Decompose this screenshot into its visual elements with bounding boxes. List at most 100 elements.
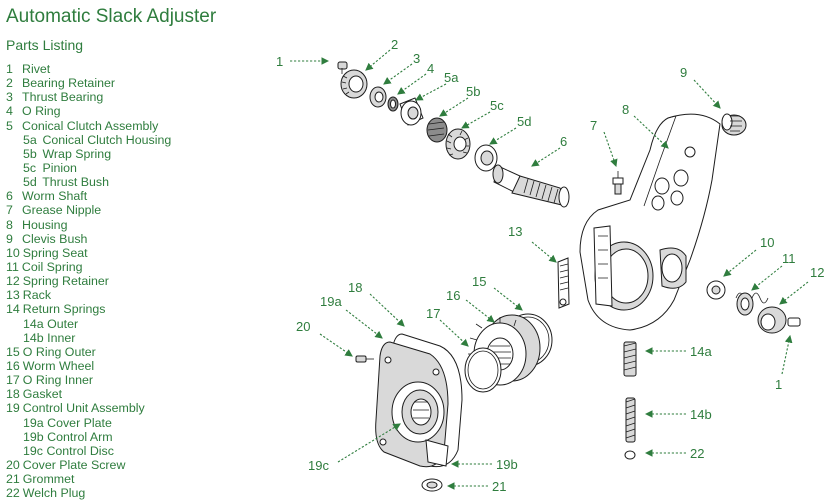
callout-13: 13 [508, 224, 522, 239]
part-name: Welch Plug [22, 486, 86, 501]
rivet-right-part [787, 317, 801, 327]
callout-20: 20 [296, 319, 310, 334]
part-number: 12 [6, 274, 20, 289]
inner-spring-part [625, 397, 636, 443]
part-number: 11 [6, 259, 19, 274]
callout-11: 11 [782, 251, 796, 266]
arrow-5c [461, 111, 491, 129]
part-number: 15 [6, 344, 20, 359]
part-number: 16 [6, 358, 20, 373]
spring-retainer-part [757, 306, 787, 334]
callout-22: 22 [690, 446, 704, 461]
callout-19c: 19c [308, 458, 329, 473]
callout-8: 8 [622, 102, 629, 117]
part-name: Conical Clutch Assembly [22, 118, 159, 133]
part-name: Gasket [22, 387, 63, 402]
parts-list-item: 6 Worm Shaft [6, 189, 171, 203]
leader-arrows [290, 49, 809, 490]
part-name: O Ring Inner [22, 373, 94, 388]
clutch-housing-part [399, 97, 424, 126]
part-name: Cover Plate Screw [22, 457, 126, 472]
arrow-5b [439, 97, 469, 117]
thrust-bush-part [474, 144, 498, 172]
arrow-13 [531, 241, 557, 263]
arrow-11 [751, 265, 783, 291]
parts-list-item: 14a Outer [6, 317, 171, 331]
part-number: 17 [6, 373, 20, 388]
part-number: 5c [23, 160, 37, 175]
part-name: Coil Spring [21, 259, 83, 274]
part-name: Thrust Bearing [22, 90, 104, 105]
bearing-retainer-part [340, 69, 368, 99]
arrow-19a [345, 309, 383, 339]
part-name: Grease Nipple [22, 203, 102, 218]
control-arm-part [425, 439, 449, 467]
callout-1-top: 1 [276, 54, 283, 69]
part-number: 9 [6, 231, 13, 246]
part-number: 22 [6, 486, 20, 501]
callout-14b: 14b [690, 407, 712, 422]
callout-4: 4 [427, 61, 434, 76]
callout-3: 3 [413, 51, 420, 66]
callout-5d: 5d [517, 114, 531, 129]
part-name: Return Springs [22, 302, 106, 317]
part-number: 14a [23, 316, 44, 331]
callout-5a: 5a [444, 70, 459, 85]
parts-list-item: 5d Thrust Bush [6, 175, 171, 189]
part-number: 18 [6, 387, 20, 402]
part-name: Outer [47, 316, 79, 331]
pinion-part [445, 128, 471, 160]
part-name: Worm Wheel [22, 358, 95, 373]
page-title: Automatic Slack Adjuster [6, 6, 217, 27]
arrow-19c [337, 423, 401, 463]
part-name: Rivet [22, 62, 51, 76]
arrow-2 [365, 49, 391, 71]
part-number: 7 [6, 203, 13, 218]
arrow-10 [723, 249, 757, 277]
arrow-5d [489, 127, 517, 145]
part-number: 8 [6, 217, 13, 232]
arrow-5a [415, 83, 447, 101]
rack-part [557, 257, 570, 309]
callout-7: 7 [590, 118, 597, 133]
part-name: Control Unit Assembly [22, 401, 145, 416]
callout-19a: 19a [320, 294, 342, 309]
part-name: Worm Shaft [22, 189, 88, 204]
part-name: Cover Plate [47, 415, 112, 430]
part-number: 4 [6, 104, 13, 119]
part-number: 19a [23, 415, 44, 430]
part-number: 5 [6, 118, 13, 133]
callout-1-right: 1 [775, 377, 782, 392]
callout-9: 9 [680, 65, 687, 80]
part-number: 5d [23, 175, 37, 190]
arrow-12 [779, 281, 809, 305]
grease-nipple-part [612, 171, 624, 195]
part-number: 19c [23, 443, 43, 458]
o-ring-inner-part [464, 347, 502, 393]
part-name: Inner [47, 330, 76, 345]
part-name: Wrap Spring [42, 146, 112, 161]
part-name: Thrust Bush [42, 175, 110, 190]
control-disc-part [391, 381, 445, 443]
part-number: 6 [6, 189, 13, 204]
part-number: 13 [6, 288, 20, 303]
callout-labels: 1 2 3 4 5a 5b 5c 5d 6 7 8 9 10 11 12 1 1… [276, 37, 824, 494]
part-number: 21 [6, 472, 20, 487]
arrow-18 [369, 293, 405, 327]
arrow-15 [493, 287, 523, 311]
callout-21: 21 [492, 479, 506, 494]
wrap-spring-part [426, 117, 448, 143]
arrow-4 [397, 73, 427, 95]
part-name: Grommet [22, 472, 75, 487]
arrow-20 [319, 333, 353, 357]
